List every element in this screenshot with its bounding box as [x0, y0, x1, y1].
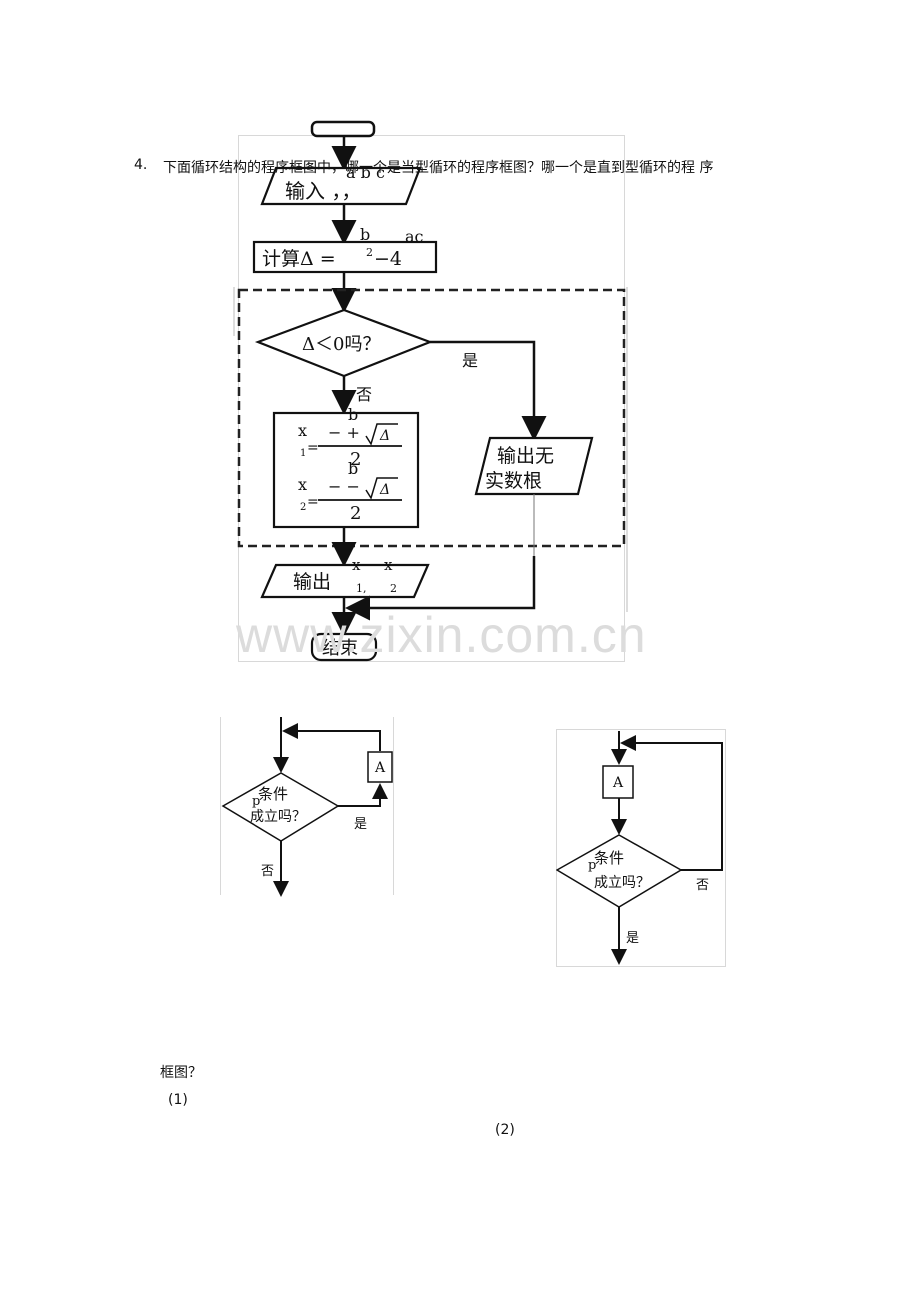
x2-sub: 2: [300, 502, 306, 513]
fc1-yes-branch: [338, 783, 388, 807]
input-box-label: 输入 ，，: [285, 179, 361, 203]
frac2-sqrt: Δ: [379, 482, 390, 498]
frac2-den: 2: [350, 503, 361, 524]
no-label: 否: [356, 385, 372, 404]
calc-tail: −4: [374, 248, 402, 270]
output-sub1: 1,: [356, 582, 367, 595]
frac1-b: b: [348, 405, 358, 424]
end-box-label: 结束: [322, 638, 358, 659]
output-x1: x: [352, 556, 361, 574]
sqrt-sign-2: [365, 477, 398, 500]
flowchart-2-frame: [556, 729, 726, 967]
fc1-decision: [221, 772, 340, 842]
frac2-b: b: [348, 459, 358, 478]
output-sub2: 2: [390, 582, 397, 595]
frac2-ops: − −: [328, 477, 360, 496]
fc2-cond-line2: 成立吗？: [594, 875, 650, 891]
fc2-yes-label: 是: [626, 931, 639, 946]
fc2-decision: [556, 834, 683, 908]
watermark: www.zixin.com.cn: [235, 607, 647, 663]
sqrt-sign-1: [365, 423, 398, 446]
frac1-sqrt: Δ: [379, 428, 390, 444]
start-box-stub: [310, 120, 376, 138]
x1-eq: =: [307, 440, 319, 456]
calc-box: [252, 240, 438, 274]
output-roots-label: 输出: [293, 571, 331, 593]
decision-label: Δ＜0吗？: [302, 334, 380, 355]
input-box: [260, 166, 422, 206]
flowchart-1-frame: [220, 717, 394, 895]
end-box: [310, 632, 378, 662]
x1-sub: 1: [300, 448, 306, 459]
frac1-ops: − +: [328, 423, 360, 442]
calc-exponent: 2: [366, 246, 373, 259]
question-continuation: 框图？: [160, 1065, 202, 1081]
fc2-cond-p: p: [588, 858, 596, 873]
fc1-no-label: 否: [261, 864, 274, 879]
question-number: 4.: [134, 157, 148, 173]
arrow-merge-right: [345, 556, 536, 621]
frac1-den: 2: [350, 449, 361, 470]
fc2-no-label: 否: [696, 878, 709, 893]
fc1-cond-p: p: [252, 794, 260, 809]
output-no-root-box: [474, 436, 594, 496]
calc-overlay-ac: ac: [405, 227, 424, 246]
fc2-process-label: A: [612, 775, 624, 791]
output-no-root-line1: 输出无: [497, 445, 554, 467]
fc1-process-label: A: [374, 760, 386, 776]
output-no-root-line2: 实数根: [485, 470, 542, 492]
calc-main: 计算Δ =: [262, 248, 336, 270]
fc1-yes-label: 是: [354, 817, 367, 832]
arrow-yes-branch: [430, 340, 547, 441]
output-roots-box: [260, 563, 430, 599]
flowchart-2: A p 条件 成立吗？ 否 是: [556, 731, 723, 965]
x1-label: x: [298, 421, 307, 440]
x2-eq: =: [307, 494, 319, 510]
input-vars: a b c: [346, 163, 385, 182]
flowchart-1: A p 条件 成立吗？ 是 否: [221, 717, 393, 897]
fc1-cond-line2: 成立吗？: [250, 809, 306, 825]
calc-overlay-b: b: [360, 225, 370, 244]
fc1-loop-back: [282, 723, 381, 751]
main-flowchart: a b c 输入 ，， b ac 计算Δ = 2 −4 Δ＜0吗？ 是 否 b …: [233, 120, 647, 663]
fc2-cond-line1: 条件: [594, 849, 624, 867]
x2-label: x: [298, 475, 307, 494]
dashed-region: [237, 288, 626, 548]
yes-label: 是: [462, 351, 478, 370]
formula-box: [272, 411, 420, 529]
fc1-process-box: [367, 751, 393, 783]
fc2-loop-back: [620, 735, 723, 871]
figure-2-label: (2): [495, 1122, 515, 1138]
figure-1-label: (1): [168, 1092, 188, 1108]
output-x2: x: [384, 556, 393, 574]
fc1-cond-line1: 条件: [258, 785, 288, 803]
question-text: 下面循环结构的程序框图中，哪一个是当型循环的程序框图？哪一个是直到型循环的程 序: [163, 160, 714, 176]
